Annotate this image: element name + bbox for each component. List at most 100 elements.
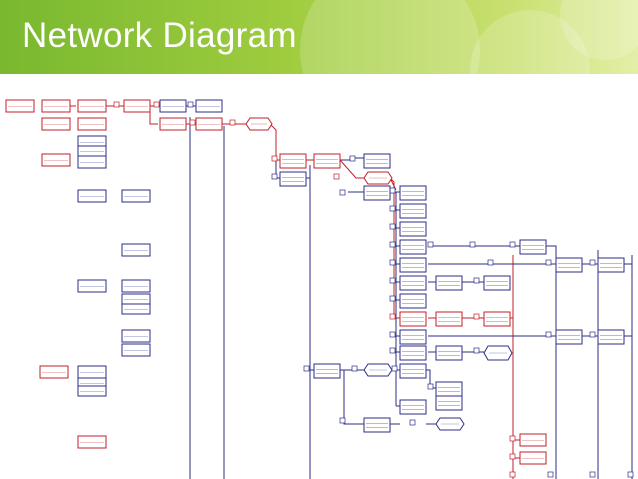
page-title: Network Diagram [22, 16, 297, 55]
banner-decoration [300, 0, 480, 74]
task-node [77, 145, 107, 157]
task-id-tag [389, 241, 396, 248]
task-node [555, 329, 583, 345]
task-id-tag [547, 471, 554, 478]
task-node [399, 257, 427, 273]
critical-task-node [77, 99, 107, 113]
critical-connector [389, 177, 400, 319]
dependency-connector [343, 370, 364, 425]
critical-task-node [5, 99, 35, 113]
critical-task-node [41, 99, 71, 113]
task-node [279, 171, 307, 187]
task-id-tag [339, 417, 346, 424]
task-id-tag [473, 313, 480, 320]
critical-task-node [483, 311, 511, 327]
task-id-tag [509, 453, 516, 460]
task-node [121, 279, 151, 293]
critical-task-node [41, 117, 71, 131]
task-node [399, 363, 427, 379]
task-id-tag [389, 295, 396, 302]
task-node [435, 395, 463, 411]
task-id-tag [427, 241, 434, 248]
task-id-tag [487, 259, 494, 266]
task-id-tag [389, 313, 396, 320]
task-node [121, 243, 151, 257]
critical-task-node [195, 117, 223, 131]
network-diagram [0, 74, 638, 479]
task-id-tag [409, 419, 416, 426]
task-node [597, 329, 625, 345]
critical-task-node [313, 153, 341, 169]
task-node [555, 257, 583, 273]
task-id-tag [389, 205, 396, 212]
task-node [435, 345, 463, 361]
task-node [399, 293, 427, 309]
task-id-tag [545, 259, 552, 266]
task-node [121, 189, 151, 203]
task-id-tag [473, 347, 480, 354]
task-id-tag [627, 471, 634, 478]
task-node [121, 303, 151, 315]
task-id-tag [509, 471, 516, 478]
task-id-tag [509, 241, 516, 248]
task-id-tag [391, 365, 398, 372]
task-node [121, 343, 151, 357]
task-id-tag [351, 365, 358, 372]
task-node [399, 275, 427, 291]
task-node [77, 385, 107, 397]
task-id-tag [333, 173, 340, 180]
task-node [597, 257, 625, 273]
task-id-tag [509, 435, 516, 442]
critical-task-node [159, 117, 187, 131]
task-id-tag [589, 331, 596, 338]
critical-connector [149, 106, 158, 125]
task-id-tag [229, 119, 236, 126]
critical-task-node [519, 433, 547, 447]
task-id-tag [427, 383, 434, 390]
task-node [399, 185, 427, 201]
task-node [399, 203, 427, 219]
task-id-tag [187, 101, 194, 108]
title-banner: Network Diagram [0, 0, 638, 74]
task-id-tag [389, 187, 396, 194]
task-node [399, 399, 427, 415]
task-node [399, 221, 427, 237]
task-id-tag [389, 259, 396, 266]
task-node [519, 239, 547, 255]
task-node [121, 293, 151, 305]
task-node [483, 275, 511, 291]
task-id-tag [271, 155, 278, 162]
network-diagram-svg [5, 99, 634, 479]
critical-connector [339, 159, 364, 179]
task-id-tag [349, 155, 356, 162]
critical-task-node [279, 153, 307, 169]
task-id-tag [589, 259, 596, 266]
task-id-tag [469, 241, 476, 248]
critical-task-node [519, 451, 547, 465]
task-node [399, 329, 427, 345]
task-id-tag [271, 173, 278, 180]
task-node [313, 363, 341, 379]
task-id-tag [389, 347, 396, 354]
task-node [363, 417, 391, 433]
task-id-tag [113, 101, 120, 108]
task-id-tag [153, 101, 160, 108]
task-node [77, 155, 107, 169]
task-id-tag [303, 365, 310, 372]
task-id-tag [589, 471, 596, 478]
task-node [195, 99, 223, 113]
task-id-tag [339, 189, 346, 196]
critical-task-node [435, 311, 463, 327]
task-node [159, 99, 187, 113]
task-id-tag [389, 223, 396, 230]
task-node [363, 153, 391, 169]
task-id-tag [473, 277, 480, 284]
task-id-tag [389, 331, 396, 338]
task-id-tag [389, 277, 396, 284]
task-node [399, 239, 427, 255]
task-id-tag [189, 119, 196, 126]
critical-task-node [77, 435, 107, 449]
critical-task-node [77, 117, 107, 131]
task-node [399, 345, 427, 361]
critical-connector [269, 123, 280, 161]
